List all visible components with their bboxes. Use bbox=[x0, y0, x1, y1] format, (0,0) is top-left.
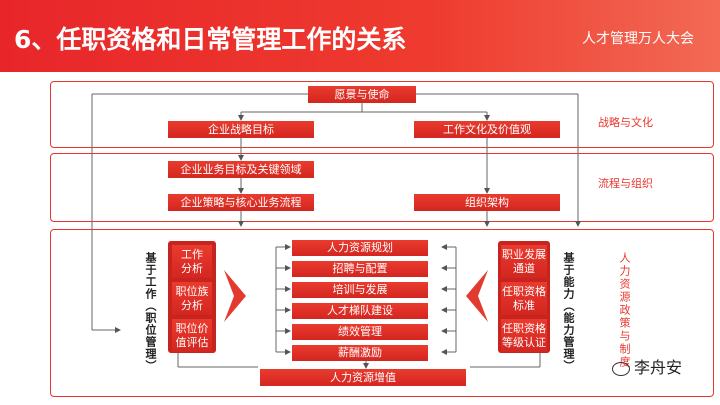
process-layer-label: 流程与组织 bbox=[598, 177, 653, 190]
right-group-label: 基于能力（能力管理） bbox=[562, 252, 575, 372]
right-chevron-arrow bbox=[466, 270, 488, 322]
hr-item-compensation: 薪酬激励 bbox=[292, 345, 428, 361]
watermark-text: 李舟安 bbox=[634, 358, 683, 377]
right-item-career-path: 职业发展 通道 bbox=[501, 245, 547, 278]
watermark: 李舟安 bbox=[612, 354, 682, 378]
brand-label: 人才管理万人大会 bbox=[582, 31, 694, 47]
hr-value-box: 人力资源增值 bbox=[260, 369, 466, 386]
header-banner: 6、任职资格和日常管理工作的关系 人才管理万人大会 bbox=[0, 0, 720, 72]
vision-box: 愿景与使命 bbox=[308, 86, 416, 103]
org-structure-box: 组织架构 bbox=[414, 194, 560, 211]
hr-item-talent-pipeline: 人才梯队建设 bbox=[292, 303, 428, 319]
process-frame bbox=[50, 153, 714, 222]
hr-item-recruitment: 招聘与配置 bbox=[292, 261, 428, 277]
strategy-goal-box: 企业战略目标 bbox=[168, 121, 314, 138]
right-item-qualification-standard: 任职资格 标准 bbox=[501, 282, 547, 315]
left-item-job-evaluation: 职位价 值评估 bbox=[172, 319, 212, 352]
right-item-qualification-certification: 任职资格 等级认证 bbox=[501, 319, 547, 352]
strategy-layer-label: 战略与文化 bbox=[598, 116, 653, 129]
business-goal-box: 企业业务目标及关键领域 bbox=[168, 161, 314, 178]
wechat-icon bbox=[612, 361, 630, 376]
culture-values-box: 工作文化及价值观 bbox=[414, 121, 560, 138]
left-item-job-analysis: 工作 分析 bbox=[172, 245, 212, 278]
page-title: 6、任职资格和日常管理工作的关系 bbox=[14, 25, 407, 54]
left-group-label: 基于工作（职位管理） bbox=[144, 252, 157, 372]
left-item-job-family: 职位族 分析 bbox=[172, 282, 212, 315]
left-chevron-arrow bbox=[224, 270, 246, 322]
hr-policy-layer-label: 人力资源政策与制度 bbox=[618, 252, 631, 369]
hr-item-performance: 绩效管理 bbox=[292, 324, 428, 340]
core-process-box: 企业策略与核心业务流程 bbox=[168, 194, 314, 211]
hr-item-training: 培训与发展 bbox=[292, 282, 428, 298]
hr-item-planning: 人力资源规划 bbox=[292, 240, 428, 256]
